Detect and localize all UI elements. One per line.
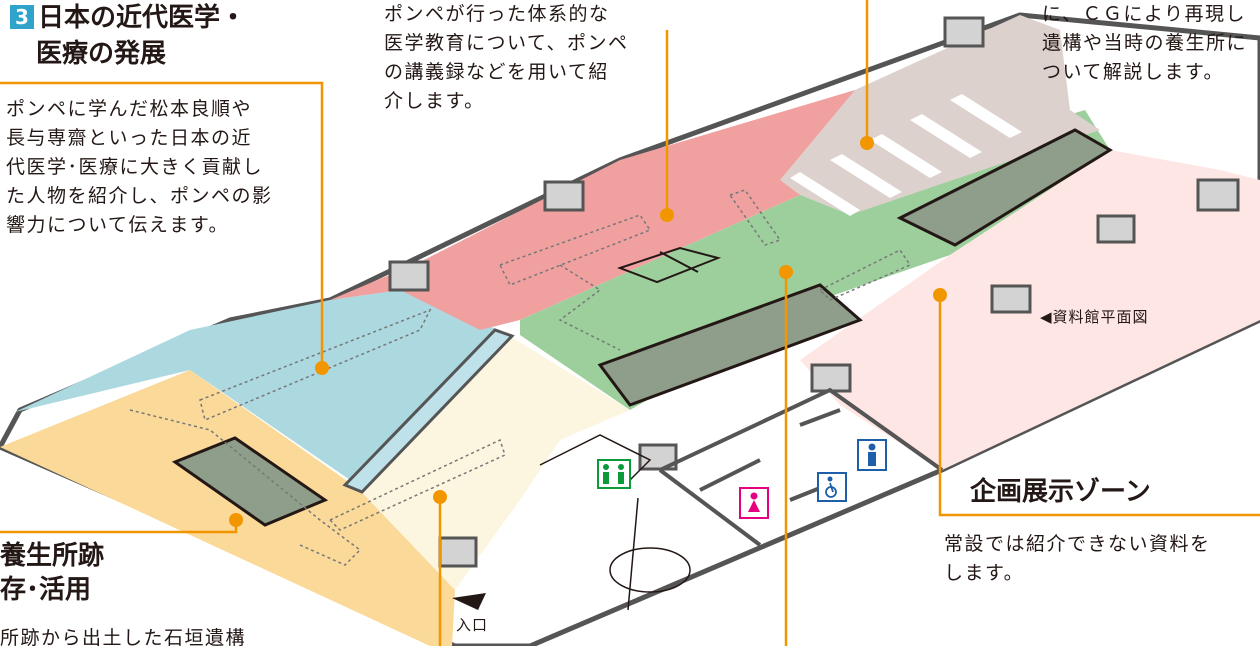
entrance-label: 入口: [456, 616, 489, 634]
zone-site-preservation: [0, 370, 455, 646]
leader-dots: [229, 136, 947, 527]
zone-modern-medicine: [15, 290, 500, 480]
site-zone-title: 養生所跡: [0, 541, 105, 571]
entrance-arrow-icon: [452, 593, 486, 610]
special-zone-description: 常設では紹介できない資料を します。: [944, 533, 1211, 584]
site-zone-title-line2: 存･活用: [0, 575, 92, 605]
site-zone-description: 所跡から出土した石垣遺構: [0, 627, 247, 649]
zone-medical-education: [330, 90, 860, 330]
section3-title-line2: 医療の発展: [36, 39, 167, 69]
cg-stripes: [790, 94, 1022, 216]
display-cases: [171, 128, 1113, 527]
education-description: ポンペが行った体系的な 医学教育について、ポンペ の講義録などを用いて紹 介しま…: [384, 3, 629, 112]
baby-changing-icon: [597, 459, 631, 489]
special-zone-title: 企画展示ゾーン: [970, 477, 1151, 507]
male-toilet-icon: [857, 439, 887, 471]
ramp: [342, 328, 515, 494]
center-case: [617, 246, 722, 284]
section-number-badge: 3: [10, 5, 34, 29]
cg-description: に、ＣＧにより再現し 遺構や当時の養生所に ついて解説します。: [1042, 3, 1248, 83]
ruins-outlines: [129, 189, 912, 566]
wheelchair-toilet-icon: [817, 472, 847, 502]
section3-description: ポンペに学んだ松本良順や 長与専齋といった日本の近 代医学･医療に大きく貢献し …: [6, 98, 273, 236]
plan-caption: ◀資料館平面図: [1040, 308, 1149, 326]
female-toilet-icon: [739, 487, 769, 519]
zone-cg-reconstruction: [780, 15, 1100, 215]
zone-entrance-lobby: [350, 330, 630, 590]
